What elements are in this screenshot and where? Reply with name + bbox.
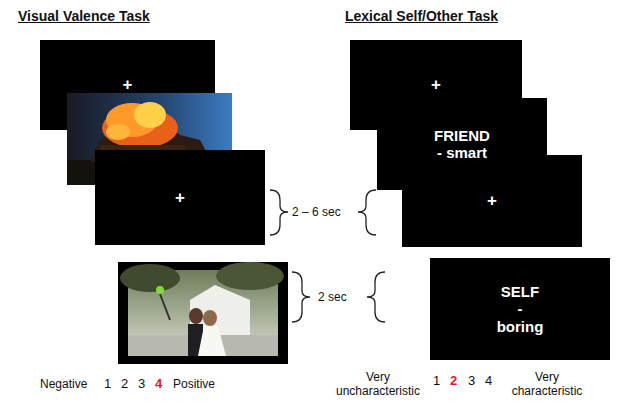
rating-scale-text: 4: [485, 373, 492, 388]
rating-scale-text: 3: [138, 376, 145, 391]
brace: [358, 190, 376, 235]
wedding-photo-screen: [118, 262, 288, 364]
screen: [430, 258, 610, 360]
screen-node: +: [350, 40, 522, 130]
screen-text: +: [487, 191, 497, 211]
screen: [95, 150, 265, 245]
screen-text: +: [431, 75, 441, 95]
screen-text: +: [175, 188, 185, 208]
rating-scale-text: Positive: [173, 377, 215, 391]
rating-scale-text: 1: [104, 376, 111, 391]
rating-scale-text: 4: [155, 376, 162, 391]
task-title: Lexical Self/Other Task: [345, 8, 498, 24]
rating-scale-text: Very characteristic: [502, 371, 592, 399]
rating-scale-text: Negative: [40, 377, 87, 391]
brace: [292, 272, 310, 322]
task-title: Visual Valence Task: [18, 8, 150, 24]
brace: [270, 190, 288, 235]
brace: [367, 272, 385, 322]
rating-scale-text: 2: [450, 373, 457, 388]
rating-scale-text: Very uncharacteristic: [330, 371, 426, 399]
screen-text: FRIEND - smart: [434, 127, 490, 162]
screen-node: +: [402, 155, 582, 247]
screen-text: +: [123, 75, 133, 95]
screen-text: SELF - boring: [497, 283, 544, 335]
timing-label: 2 sec: [318, 290, 347, 304]
rating-scale-text: 2: [121, 376, 128, 391]
rating-scale-text: 3: [468, 373, 475, 388]
screen: [402, 155, 582, 247]
screen-node: +: [40, 40, 215, 130]
rating-scale-text: 1: [433, 373, 440, 388]
timing-label: 2 – 6 sec: [292, 205, 341, 219]
screen-node: SELF - boring: [430, 258, 610, 360]
screen-node: +: [95, 150, 265, 245]
screen-node: FRIEND - smart: [377, 98, 547, 190]
